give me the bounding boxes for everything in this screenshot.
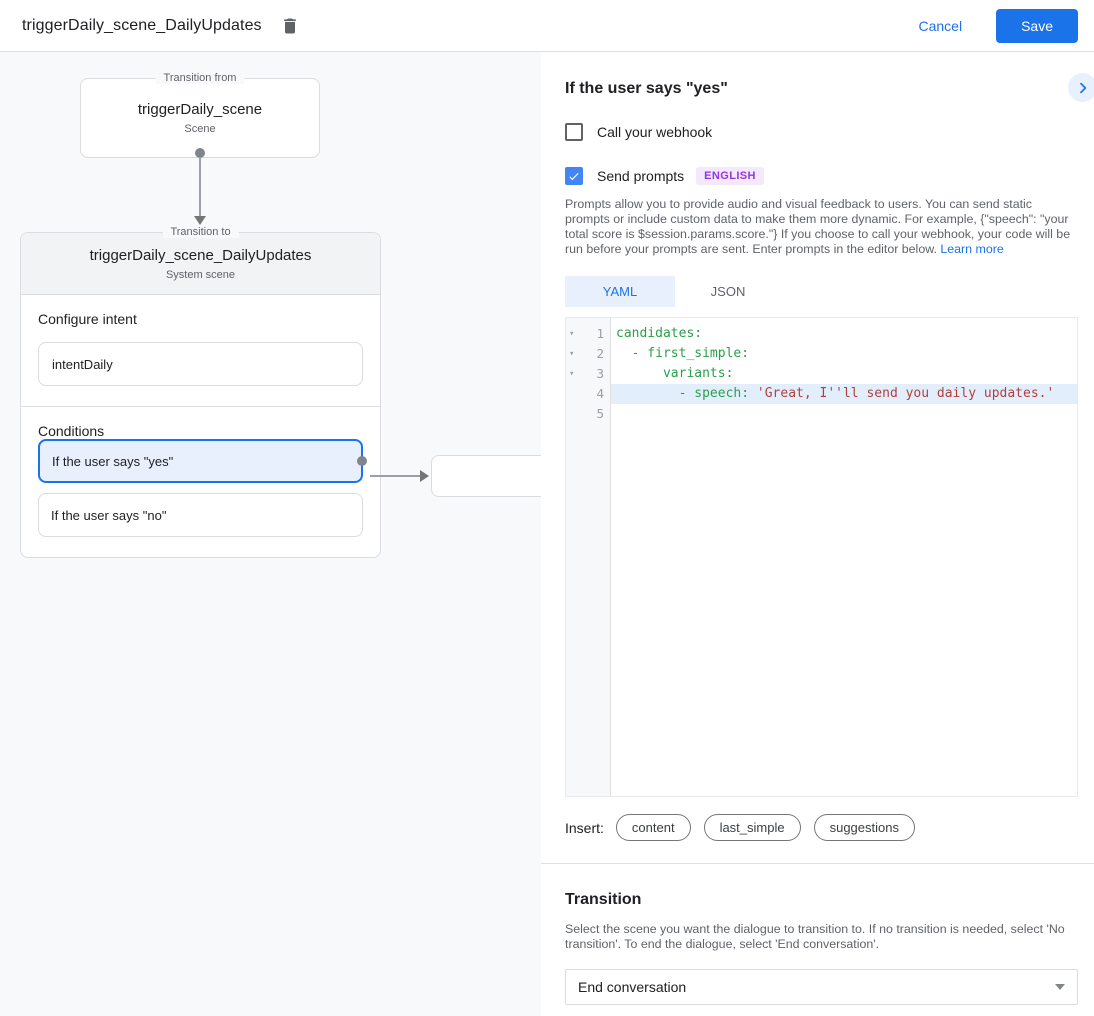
code-key: variants: xyxy=(616,366,734,381)
scene-node-subtitle: System scene xyxy=(165,269,236,281)
connector-dot xyxy=(195,148,205,158)
language-badge: ENGLISH xyxy=(696,167,764,185)
delete-scene-button[interactable] xyxy=(280,16,300,36)
call-webhook-label: Call your webhook xyxy=(597,124,713,140)
call-webhook-checkbox-row[interactable]: Call your webhook xyxy=(565,123,1078,141)
insert-label: Insert: xyxy=(565,819,604,836)
connector-line-horizontal xyxy=(370,475,421,477)
arrow-down-icon xyxy=(194,216,206,225)
gutter-cell: ▾4 xyxy=(566,384,611,404)
gutter-cell: ▾3 xyxy=(566,364,611,384)
tab-yaml[interactable]: YAML xyxy=(565,276,675,307)
connector-dot xyxy=(357,456,367,466)
condition-label: If the user says "no" xyxy=(51,507,167,523)
arrow-right-icon xyxy=(420,470,429,482)
transition-description: Select the scene you want the dialogue t… xyxy=(565,922,1065,951)
detail-panel-title: If the user says "yes" xyxy=(565,80,728,97)
chevron-right-icon xyxy=(1075,80,1091,96)
line-number: 2 xyxy=(596,346,604,361)
gutter-cell: ▾1 xyxy=(566,324,611,344)
save-button[interactable]: Save xyxy=(996,8,1078,43)
line-number: 5 xyxy=(596,406,604,421)
code-line[interactable]: ▾1 candidates: xyxy=(566,324,1077,344)
connector-line-vertical xyxy=(199,157,201,216)
insert-chip-content[interactable]: content xyxy=(615,814,691,841)
line-number: 4 xyxy=(596,386,604,401)
code-cell[interactable] xyxy=(611,404,1077,424)
checkbox-unchecked[interactable] xyxy=(565,123,583,141)
page-title: triggerDaily_scene_DailyUpdates xyxy=(22,16,262,34)
scene-flow-canvas: Transition from triggerDaily_scene Scene… xyxy=(0,52,541,1016)
send-prompts-label: Send prompts xyxy=(597,168,685,184)
gutter-cell: ▾5 xyxy=(566,404,611,424)
code-line[interactable]: ▾5 xyxy=(566,404,1077,424)
dropdown-caret-icon xyxy=(1055,984,1065,990)
transition-heading: Transition xyxy=(565,891,642,908)
transition-to-legend: Transition to xyxy=(162,226,239,238)
section-divider xyxy=(541,863,1094,864)
code-cell[interactable]: - first_simple: xyxy=(611,344,1077,364)
code-line[interactable]: ▾3 variants: xyxy=(566,364,1077,384)
code-cell[interactable]: candidates: xyxy=(611,324,1077,344)
learn-more-link[interactable]: Learn more xyxy=(940,242,1004,256)
trash-icon xyxy=(280,16,300,36)
transition-target-node[interactable] xyxy=(431,455,541,497)
scene-node-to-header[interactable]: triggerDaily_scene_DailyUpdates System s… xyxy=(21,233,380,295)
scene-node-title: triggerDaily_scene xyxy=(137,101,263,118)
prompt-code-editor[interactable]: ▾1 candidates: ▾2 - first_simple: ▾3 var… xyxy=(565,317,1078,797)
condition-item-no[interactable]: If the user says "no" xyxy=(38,493,363,537)
send-prompts-checkbox-row[interactable]: Send prompts ENGLISH xyxy=(565,167,1078,185)
gutter-cell: ▾2 xyxy=(566,344,611,364)
transition-select-value: End conversation xyxy=(578,979,687,995)
editor-gutter xyxy=(566,318,611,796)
scene-node-title: triggerDaily_scene_DailyUpdates xyxy=(89,247,312,264)
code-line[interactable]: ▾4 - speech: 'Great, I''ll send you dail… xyxy=(566,384,1077,404)
tab-json[interactable]: JSON xyxy=(710,284,746,299)
code-cell[interactable]: - speech: 'Great, I''ll send you daily u… xyxy=(611,384,1077,404)
line-number: 1 xyxy=(596,326,604,341)
configure-intent-section: Configure intent intentDaily xyxy=(21,295,380,407)
fold-icon[interactable]: ▾ xyxy=(569,369,575,379)
insert-chip-suggestions[interactable]: suggestions xyxy=(813,814,915,841)
scene-node-to-card: Transition to triggerDaily_scene_DailyUp… xyxy=(20,226,381,558)
collapse-panel-button[interactable] xyxy=(1068,73,1094,102)
configure-intent-heading: Configure intent xyxy=(38,311,137,327)
conditions-heading: Conditions xyxy=(38,423,105,439)
condition-label: If the user says "yes" xyxy=(52,453,174,469)
checkbox-checked[interactable] xyxy=(565,167,583,185)
transition-select[interactable]: End conversation xyxy=(565,969,1078,1005)
scene-node-subtitle: Scene xyxy=(184,123,216,135)
cancel-button[interactable]: Cancel xyxy=(918,17,963,34)
insert-row: Insert: content last_simple suggestions xyxy=(565,814,1078,841)
condition-detail-panel: If the user says "yes" Call your webhook… xyxy=(541,52,1094,1016)
line-number: 3 xyxy=(596,366,604,381)
condition-item-yes[interactable]: If the user says "yes" xyxy=(38,439,367,483)
fold-icon[interactable]: ▾ xyxy=(569,329,575,339)
code-string: 'Great, I''ll send you daily updates.' xyxy=(756,386,1055,401)
prompts-description: Prompts allow you to provide audio and v… xyxy=(565,197,1077,257)
top-bar: triggerDaily_scene_DailyUpdates Cancel S… xyxy=(0,0,1094,52)
code-key: - speech: xyxy=(616,386,757,401)
code-key: candidates: xyxy=(616,326,703,341)
prompts-description-text: Prompts allow you to provide audio and v… xyxy=(565,197,1071,256)
transition-from-legend: Transition from xyxy=(155,72,245,84)
insert-chip-last-simple[interactable]: last_simple xyxy=(703,814,801,841)
code-key: - first_simple: xyxy=(616,346,750,361)
code-cell[interactable]: variants: xyxy=(611,364,1077,384)
scene-node-from[interactable]: Transition from triggerDaily_scene Scene xyxy=(80,72,320,158)
conditions-section: Conditions If the user says "yes" If the… xyxy=(21,407,380,557)
editor-format-tabs: YAML JSON xyxy=(565,276,1078,307)
intent-item[interactable]: intentDaily xyxy=(38,342,363,386)
code-line[interactable]: ▾2 - first_simple: xyxy=(566,344,1077,364)
fold-icon[interactable]: ▾ xyxy=(569,349,575,359)
